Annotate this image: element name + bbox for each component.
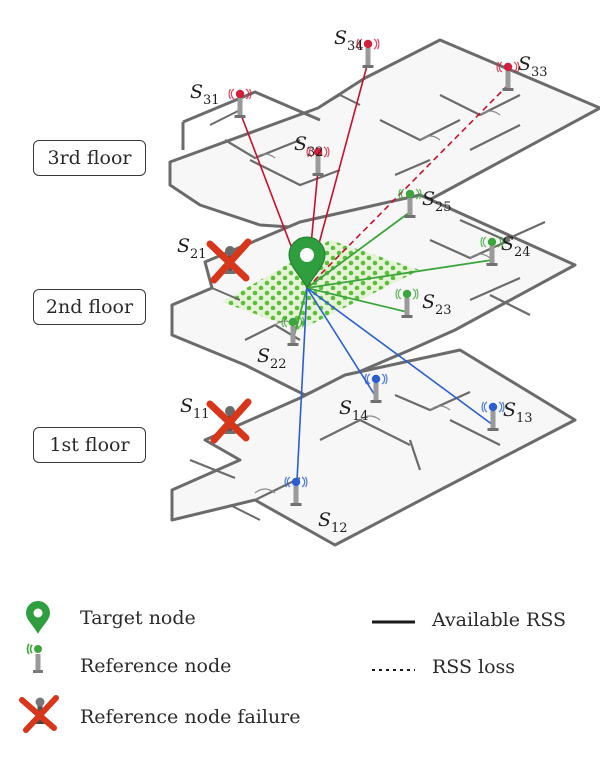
reference-node-s23-icon bbox=[395, 288, 419, 318]
target-node-icon bbox=[288, 236, 326, 290]
node-label-s25: S25 bbox=[422, 188, 452, 215]
reference-node-s31-icon bbox=[228, 88, 252, 118]
reference-node-s34-icon bbox=[356, 38, 380, 68]
node-label-s23: S23 bbox=[422, 291, 452, 318]
node-label-s21: S21 bbox=[177, 235, 207, 262]
link-s33 bbox=[306, 84, 509, 289]
reference-node-s24-icon bbox=[480, 236, 504, 266]
node-label-s22: S22 bbox=[257, 345, 287, 372]
node-label-s33: S33 bbox=[518, 53, 548, 80]
node-label-s34: S34 bbox=[334, 27, 364, 54]
reference-node-s22-icon bbox=[281, 316, 305, 346]
reference-node-s12-icon bbox=[284, 476, 308, 506]
legend-reference-node-icon bbox=[26, 643, 43, 673]
rss-links-floor-2 bbox=[292, 211, 493, 341]
link-s25 bbox=[306, 211, 411, 289]
node-label-s12: S12 bbox=[318, 509, 348, 536]
legend-node-failure-icon bbox=[19, 695, 59, 733]
floor-3-label: 3rd floor bbox=[33, 140, 146, 176]
node-label-s32: S32 bbox=[294, 133, 324, 160]
reference-node-s33-icon bbox=[496, 61, 520, 91]
reference-node-s14-icon bbox=[364, 373, 388, 403]
link-s23 bbox=[306, 287, 408, 313]
reference-node-s32-icon bbox=[306, 146, 330, 176]
node-label-s31: S31 bbox=[190, 81, 220, 108]
node-label-s14: S14 bbox=[339, 397, 369, 424]
reference-nodes bbox=[206, 38, 520, 506]
legend-reference-node-label: Reference node bbox=[80, 655, 232, 677]
floor-2-label: 2nd floor bbox=[33, 289, 146, 325]
reference-node-s13-icon bbox=[481, 401, 505, 431]
legend-target-icon bbox=[26, 601, 50, 634]
link-s24 bbox=[306, 259, 493, 289]
link-s13 bbox=[306, 287, 494, 426]
node-label-s13: S13 bbox=[503, 399, 533, 426]
reference-node-s11-icon bbox=[206, 398, 252, 444]
floor-2-plan bbox=[170, 193, 577, 397]
reference-node-s21-icon bbox=[206, 238, 252, 284]
floor-3-plan bbox=[168, 38, 600, 234]
node-label-s24: S24 bbox=[501, 233, 531, 260]
link-s12 bbox=[295, 287, 308, 501]
legend-target-node-label: Target node bbox=[80, 607, 196, 629]
legend-node-failure-label: Reference node failure bbox=[80, 706, 301, 728]
reference-node-s25-icon bbox=[398, 188, 422, 218]
legend-rss-loss-label: RSS loss bbox=[432, 656, 516, 678]
floor-1-label: 1st floor bbox=[33, 427, 146, 463]
legend-available-rss-label: Available RSS bbox=[432, 609, 567, 631]
node-label-s11: S11 bbox=[180, 395, 210, 422]
